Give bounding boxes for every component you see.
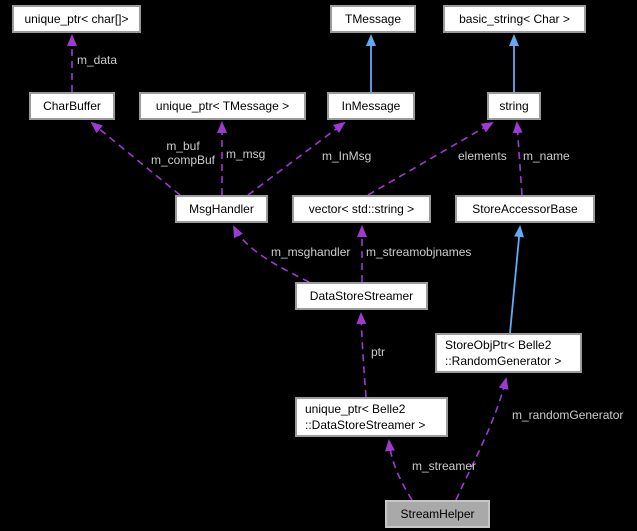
edge-label-m-name: m_name: [523, 149, 570, 163]
node-label-line1: unique_ptr< Belle2: [305, 402, 406, 416]
node-label: unique_ptr< TMessage >: [155, 98, 290, 113]
node-unique-ptr-datastorestreamer[interactable]: unique_ptr< Belle2 ::DataStoreStreamer >: [295, 397, 448, 437]
node-storeaccessorbase[interactable]: StoreAccessorBase: [455, 195, 595, 223]
node-msghandler[interactable]: MsgHandler: [175, 195, 268, 223]
edge-m-msghandler: [233, 225, 310, 283]
node-label: unique_ptr< char[]>: [24, 11, 129, 26]
edge-label-m-buf-m-compbuf: m_buf m_compBuf: [150, 139, 216, 167]
edge-label-m-data: m_data: [77, 53, 118, 67]
node-label: MsgHandler: [189, 201, 254, 216]
node-inmessage[interactable]: InMessage: [327, 92, 415, 120]
edge-label-m-msg: m_msg: [226, 147, 266, 161]
node-label: StoreAccessorBase: [472, 201, 578, 216]
edge-label-m-msghandler: m_msghandler: [271, 245, 351, 259]
node-tmessage[interactable]: TMessage: [330, 5, 416, 33]
node-charbuffer[interactable]: CharBuffer: [29, 92, 115, 120]
node-label: TMessage: [344, 11, 402, 26]
node-basic-string-char[interactable]: basic_string< Char >: [443, 5, 586, 33]
edge-m-buf-m-compbuf: [90, 121, 181, 196]
edge-m-randomgenerator: [455, 377, 509, 501]
node-label: InMessage: [341, 98, 401, 113]
edge-label-m-randomgenerator: m_randomGenerator: [512, 408, 624, 422]
node-label-line2: ::DataStoreStreamer >: [305, 418, 426, 432]
node-label-line2: ::RandomGenerator >: [445, 354, 562, 368]
node-string[interactable]: string: [487, 92, 541, 120]
edge-m-streamer: [385, 439, 413, 501]
edge-storeobjptr-storeaccessorbase: [509, 225, 525, 334]
node-vector-std-string[interactable]: vector< std::string >: [292, 195, 431, 223]
node-label: StreamHelper: [400, 506, 475, 521]
edge-label-m-streamer: m_streamer: [412, 459, 477, 473]
node-label: basic_string< Char >: [459, 11, 570, 26]
node-unique-ptr-tmessage[interactable]: unique_ptr< TMessage >: [139, 92, 306, 120]
node-label: CharBuffer: [43, 98, 101, 113]
node-storeobjptr-randomgenerator[interactable]: StoreObjPtr< Belle2 ::RandomGenerator >: [435, 333, 582, 373]
edge-label-m-streamobjnames: m_streamobjnames: [366, 245, 472, 259]
edge-label-elements: elements: [458, 149, 507, 163]
node-label: string: [499, 98, 529, 113]
edge-label-m-inmsg: m_InMsg: [322, 149, 372, 163]
node-datastorestreamer[interactable]: DataStoreStreamer: [295, 282, 428, 310]
edge-m-inmsg: [247, 121, 346, 196]
node-label: DataStoreStreamer: [309, 288, 414, 303]
node-unique-ptr-char-array[interactable]: unique_ptr< char[]>: [12, 5, 141, 33]
node-label-line1: StoreObjPtr< Belle2: [445, 338, 552, 352]
node-label: vector< std::string >: [308, 201, 415, 216]
edge-ptr: [356, 312, 367, 398]
node-streamhelper: StreamHelper: [385, 500, 490, 528]
edge-label-ptr: ptr: [371, 345, 386, 359]
edge-m-name: [512, 121, 523, 196]
